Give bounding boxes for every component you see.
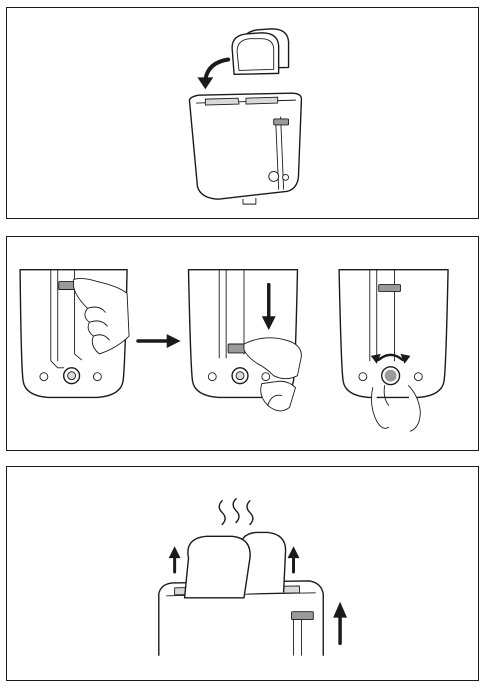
up-arrow-right-icon — [287, 546, 300, 574]
down-arrow-icon — [261, 282, 276, 331]
hand-pushing-down-icon — [243, 337, 302, 412]
toast-ejected-illustration — [158, 498, 348, 656]
hand-turning-dial-icon — [371, 385, 421, 432]
bread-slices-icon — [231, 28, 290, 76]
insert-bread-illustration — [188, 28, 303, 205]
right-arrow-icon — [136, 334, 181, 348]
insert-arrow-icon — [197, 57, 231, 90]
step-panel-lower-lever — [6, 236, 479, 451]
dial-rotate-arrows-icon — [370, 353, 411, 364]
step-panel-insert-bread — [6, 7, 479, 219]
toaster-icon — [188, 92, 303, 205]
up-arrow-left-icon — [168, 546, 181, 574]
up-arrow-lever-icon — [333, 601, 348, 646]
lever-and-dial-illustration — [19, 268, 449, 432]
toaster-dial-icon — [338, 268, 449, 399]
step-panel-toast-ready — [6, 466, 479, 681]
hand-pressing-icon — [73, 278, 130, 355]
toaster-with-toast-icon — [158, 531, 324, 656]
steam-icon — [218, 498, 254, 526]
